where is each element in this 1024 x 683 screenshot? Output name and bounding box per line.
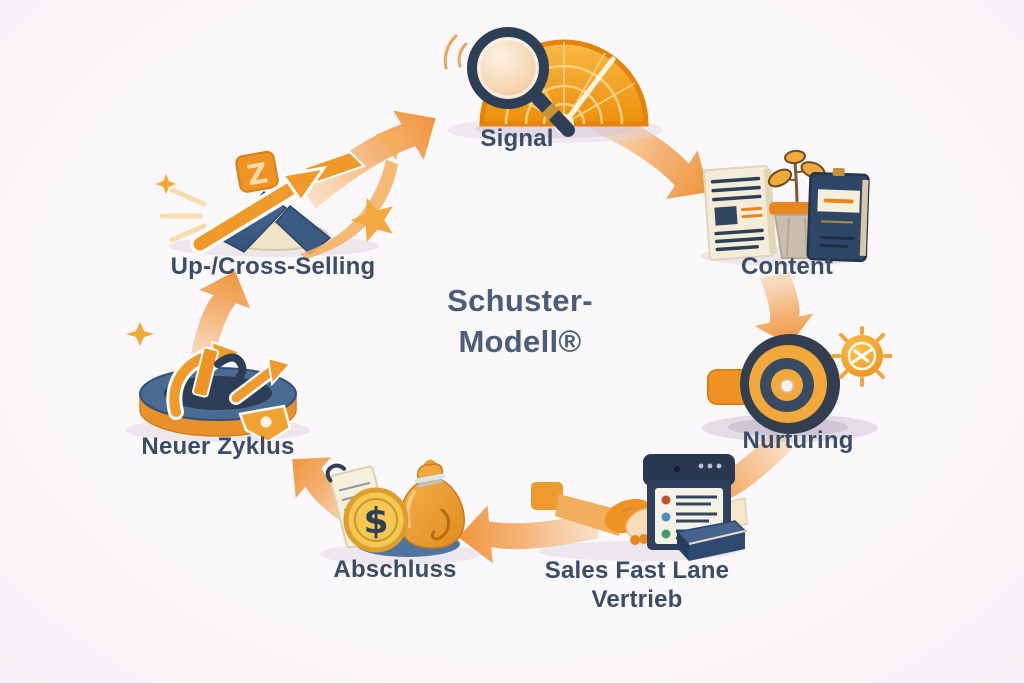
cycle-restart-arrows-icon bbox=[126, 322, 310, 444]
bullseye-target-sun-icon bbox=[702, 326, 892, 442]
stage-label-abschluss: Abschluss bbox=[333, 556, 457, 583]
growth-arrows-star-icon: Z bbox=[156, 130, 404, 259]
title-line-1: Schuster- bbox=[447, 283, 593, 318]
book bbox=[806, 167, 870, 263]
product-box bbox=[675, 520, 747, 561]
radar-needle bbox=[561, 56, 616, 127]
stage-label-neuer-zyklus: Neuer Zyklus bbox=[141, 433, 295, 460]
stage-label-up-cross-selling: Up-/Cross-Selling bbox=[170, 253, 376, 280]
magnifying-glass bbox=[467, 27, 575, 137]
cycle-tag bbox=[238, 404, 292, 444]
star-icon bbox=[126, 322, 154, 346]
swoosh-arrow bbox=[300, 130, 404, 259]
light-rays bbox=[159, 187, 207, 243]
arrow-sales-to-abschluss bbox=[458, 505, 599, 564]
dollar-coin: $ bbox=[343, 487, 409, 553]
stage-label-content: Content bbox=[740, 253, 834, 280]
sparkle-icon bbox=[156, 174, 176, 194]
dollar-sign: $ bbox=[363, 501, 388, 542]
diagram-title: Schuster- Modell® bbox=[447, 281, 593, 363]
signal-waves bbox=[443, 34, 468, 70]
title-line-2: Modell® bbox=[458, 323, 582, 359]
stage-label-sales-fast-lane: Sales Fast Lane Vertrieb bbox=[544, 557, 730, 613]
money-bag bbox=[399, 459, 465, 549]
rising-arrow bbox=[190, 165, 328, 254]
money-bag-dollar-coin-icon: $ bbox=[320, 459, 480, 565]
stage-label-nurturing: Nurturing bbox=[742, 427, 854, 454]
arrow-content-to-nurturing bbox=[754, 271, 814, 346]
sun-badge-icon bbox=[831, 326, 892, 387]
handshake-checklist-box-icon bbox=[531, 454, 748, 561]
cycle-number-shapes bbox=[192, 346, 292, 405]
document bbox=[702, 165, 777, 261]
magnifier-radar-icon bbox=[443, 27, 663, 143]
document-plant-book-icon bbox=[701, 149, 870, 266]
star-icon bbox=[350, 197, 393, 243]
z-tile: Z bbox=[235, 150, 279, 193]
stage-label-signal: Signal bbox=[480, 125, 554, 152]
arrow-neuer-zyklus-to-up-cross-selling bbox=[189, 271, 251, 370]
bullseye-target bbox=[740, 334, 840, 434]
